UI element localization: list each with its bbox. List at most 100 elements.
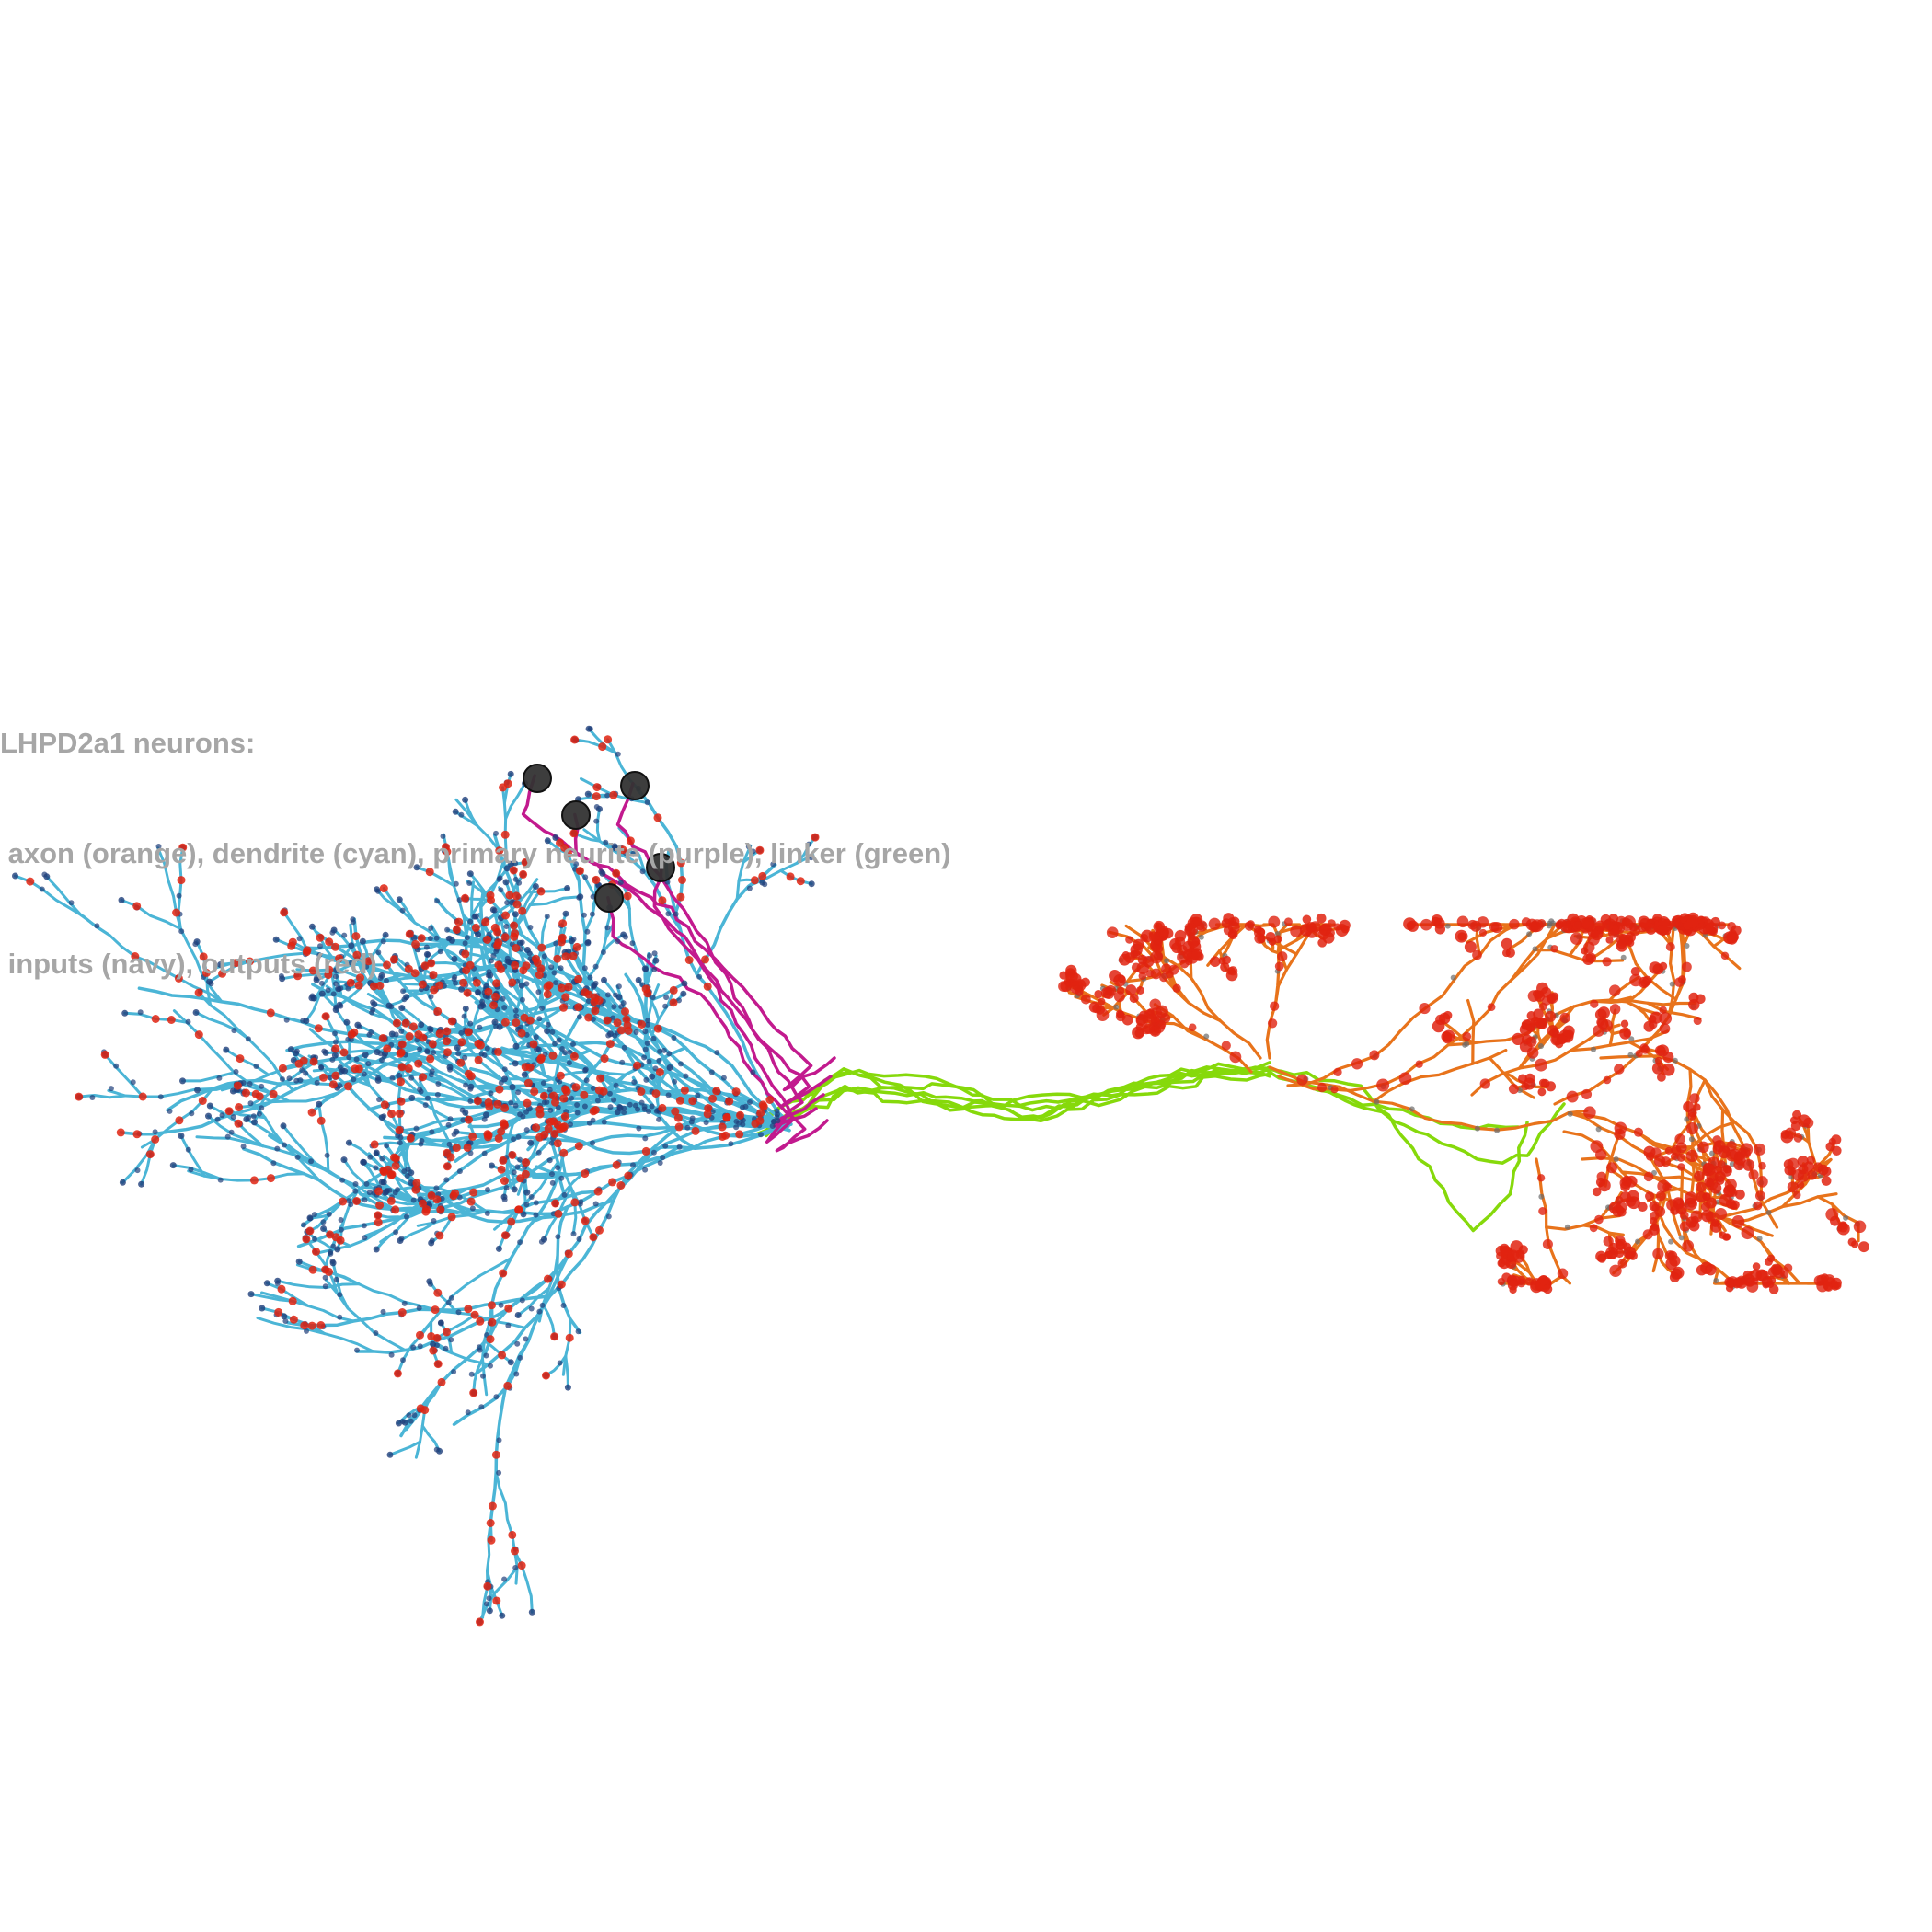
input-synapse [488, 1363, 493, 1369]
output-synapse [375, 1201, 385, 1210]
output-synapse [1655, 1190, 1666, 1202]
input-synapse [590, 1140, 595, 1146]
dendrite-branch [601, 933, 626, 955]
output-synapse [589, 1107, 598, 1116]
output-synapse [468, 1132, 477, 1141]
input-synapse [281, 1313, 288, 1320]
output-synapse [421, 1207, 431, 1216]
input-synapse [157, 1094, 164, 1100]
input-synapse [456, 1194, 463, 1201]
output-synapse [328, 1080, 338, 1089]
output-synapse [486, 1519, 495, 1527]
output-synapse [397, 1308, 407, 1317]
output-synapse [1521, 1082, 1530, 1091]
input-synapse [478, 1051, 485, 1057]
input-synapse [488, 1090, 494, 1097]
output-synapse [1665, 1258, 1678, 1271]
input-synapse [633, 1029, 639, 1035]
input-synapse [352, 1181, 359, 1187]
input-synapse [671, 1035, 677, 1041]
output-synapse [1479, 1078, 1490, 1089]
input-synapse [650, 1149, 657, 1156]
output-synapse [428, 1040, 437, 1049]
output-synapse [370, 1140, 379, 1149]
output-synapse [1524, 1073, 1535, 1084]
output-synapse [542, 1371, 550, 1380]
output-synapse [561, 952, 570, 961]
output-synapse [1649, 961, 1662, 974]
output-synapse [1784, 1165, 1795, 1176]
input-synapse [535, 989, 542, 995]
input-synapse [322, 1274, 328, 1281]
output-synapse [512, 1018, 521, 1028]
output-synapse [1620, 1181, 1630, 1192]
output-synapse [473, 1097, 482, 1106]
output-synapse [199, 952, 208, 961]
output-synapse [1753, 1201, 1763, 1211]
dendrite-branch [779, 868, 813, 886]
input-synapse [308, 1158, 315, 1165]
output-synapse [759, 1102, 768, 1111]
axon-branch [1567, 1111, 1713, 1193]
output-synapse [392, 1018, 401, 1028]
output-synapse [511, 929, 520, 938]
output-synapse [1106, 926, 1119, 939]
input-synapse [89, 1095, 96, 1100]
input-synapse [448, 1337, 454, 1343]
output-synapse [1508, 1084, 1519, 1095]
input-synapse [635, 1106, 641, 1112]
output-synapse [565, 1333, 574, 1342]
output-synapse [378, 1034, 387, 1042]
dendrite-branch [140, 1138, 157, 1186]
output-synapse [1174, 929, 1187, 942]
output-synapse [493, 927, 502, 937]
output-synapse [1831, 1134, 1842, 1145]
input-synapse [282, 1142, 288, 1148]
input-synapse [578, 1199, 584, 1205]
output-synapse [525, 1063, 535, 1072]
output-synapse [316, 1321, 326, 1329]
input-synapse [512, 1102, 519, 1109]
output-synapse [1566, 1090, 1579, 1103]
soma [594, 883, 624, 913]
input-synapse [703, 1120, 709, 1126]
input-synapse [400, 988, 407, 995]
input-synapse [363, 963, 370, 970]
output-synapse [1690, 1210, 1703, 1223]
output-synapse [1705, 922, 1719, 936]
output-synapse [1257, 934, 1266, 944]
input-synapse [462, 1005, 469, 1012]
input-synapse [512, 1565, 519, 1570]
output-synapse [1670, 1205, 1680, 1215]
input-synapse [604, 992, 611, 998]
input-synapse [528, 1608, 535, 1616]
dendrite-branch [385, 1144, 615, 1224]
input-synapse [348, 1202, 354, 1208]
dendrite-branch [337, 979, 370, 991]
input-synapse [479, 1001, 486, 1007]
output-synapse [1838, 1221, 1847, 1230]
output-synapse [233, 1081, 242, 1090]
output-synapse [1542, 1238, 1553, 1249]
dendrite-branch [464, 798, 479, 827]
output-synapse [1538, 1207, 1547, 1215]
output-synapse [456, 1058, 466, 1067]
output-synapse [1098, 997, 1106, 1006]
output-synapse [1521, 1034, 1533, 1045]
input-synapse [1444, 923, 1451, 929]
dendrite-branch [420, 1424, 442, 1453]
input-synapse [582, 874, 589, 880]
dendrite-branch [282, 1124, 316, 1165]
output-synapse [529, 1040, 538, 1049]
dendrite-branch [564, 1354, 569, 1389]
input-synapse [641, 1054, 648, 1061]
input-synapse [346, 1054, 352, 1061]
input-synapse [214, 1116, 221, 1122]
input-synapse [512, 911, 519, 918]
output-synapse [554, 1209, 563, 1218]
output-synapse [1221, 1041, 1231, 1051]
output-synapse [1651, 1203, 1660, 1213]
input-synapse [638, 1099, 645, 1106]
dendrite-branch [415, 866, 455, 888]
input-synapse [396, 896, 403, 903]
